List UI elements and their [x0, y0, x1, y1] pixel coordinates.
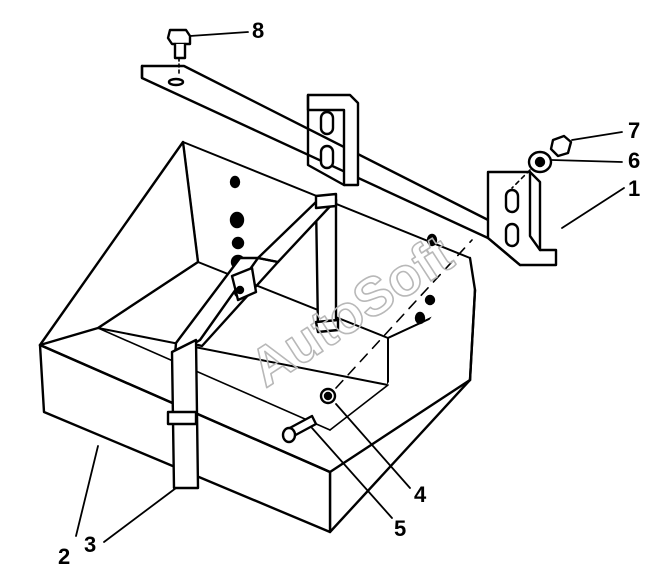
hex-bolt — [166, 28, 192, 75]
callout-6: 6 — [628, 148, 640, 173]
leader-lines — [75, 31, 625, 543]
mounting-bracket — [140, 64, 558, 267]
lock-washer — [319, 387, 337, 405]
callout-8: 8 — [252, 18, 264, 43]
callout-4: 4 — [414, 482, 427, 507]
washer — [527, 150, 553, 174]
callout-3: 3 — [84, 532, 96, 557]
callout-1: 1 — [628, 176, 640, 201]
callout-5: 5 — [394, 516, 406, 541]
callout-7: 7 — [628, 118, 640, 143]
hold-down-strap — [166, 192, 340, 490]
callout-labels: 8 7 6 1 4 5 2 3 — [58, 18, 640, 569]
washer-axis-line — [511, 169, 531, 189]
callout-2: 2 — [58, 544, 70, 569]
small-bolt — [281, 414, 318, 444]
nut — [549, 134, 573, 158]
bracket-hole — [167, 77, 185, 87]
bolt-axis-line — [335, 239, 473, 389]
